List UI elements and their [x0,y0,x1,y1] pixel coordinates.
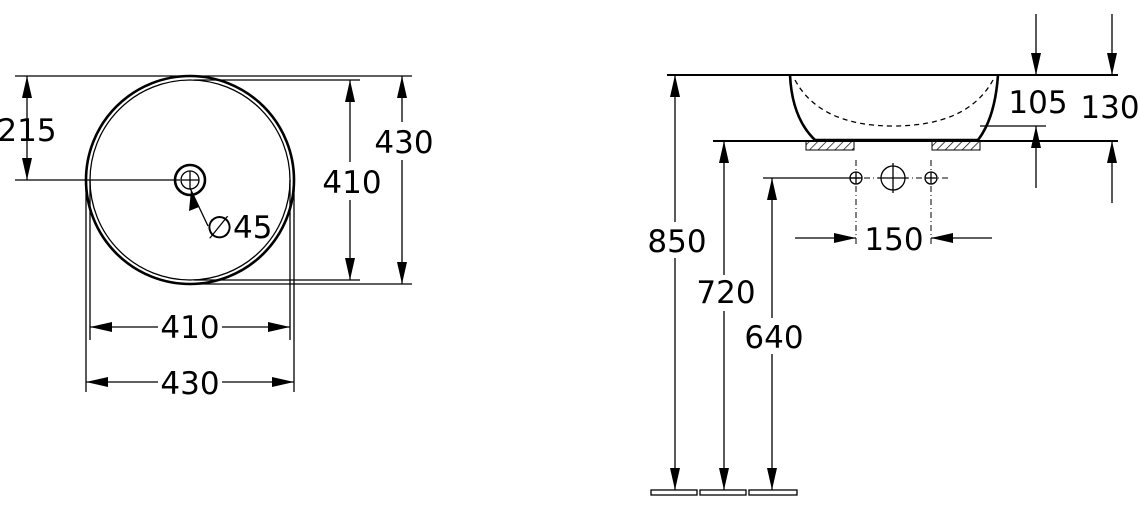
dim-720-label: 720 [696,275,755,311]
dim-215-label: 215 [0,113,57,149]
dim-130-label: 130 [1080,90,1139,126]
dim-430-horizontal-label: 430 [160,366,219,402]
dim-150-label: 150 [864,222,923,258]
support-left [805,140,855,151]
dim-410-horizontal-label: 410 [160,310,219,346]
basin-inner-dashed [794,79,994,127]
side-view: 850 720 640 [646,14,1140,496]
floor-plate-2 [699,489,747,496]
floor-plate-3 [748,489,798,496]
top-view: 215 410 430 ∅45 410 [0,74,436,402]
dim-drain-label: ∅45 [206,210,272,246]
dim-850-label: 850 [647,224,706,260]
floor-plate-1 [650,489,698,496]
dim-105-label: 105 [1008,85,1067,121]
dim-430-vertical-label: 430 [374,125,433,161]
support-right [931,140,981,151]
basin-profile [788,74,1000,142]
dim-640-label: 640 [744,320,803,356]
dim-410-vertical-label: 410 [322,165,381,201]
